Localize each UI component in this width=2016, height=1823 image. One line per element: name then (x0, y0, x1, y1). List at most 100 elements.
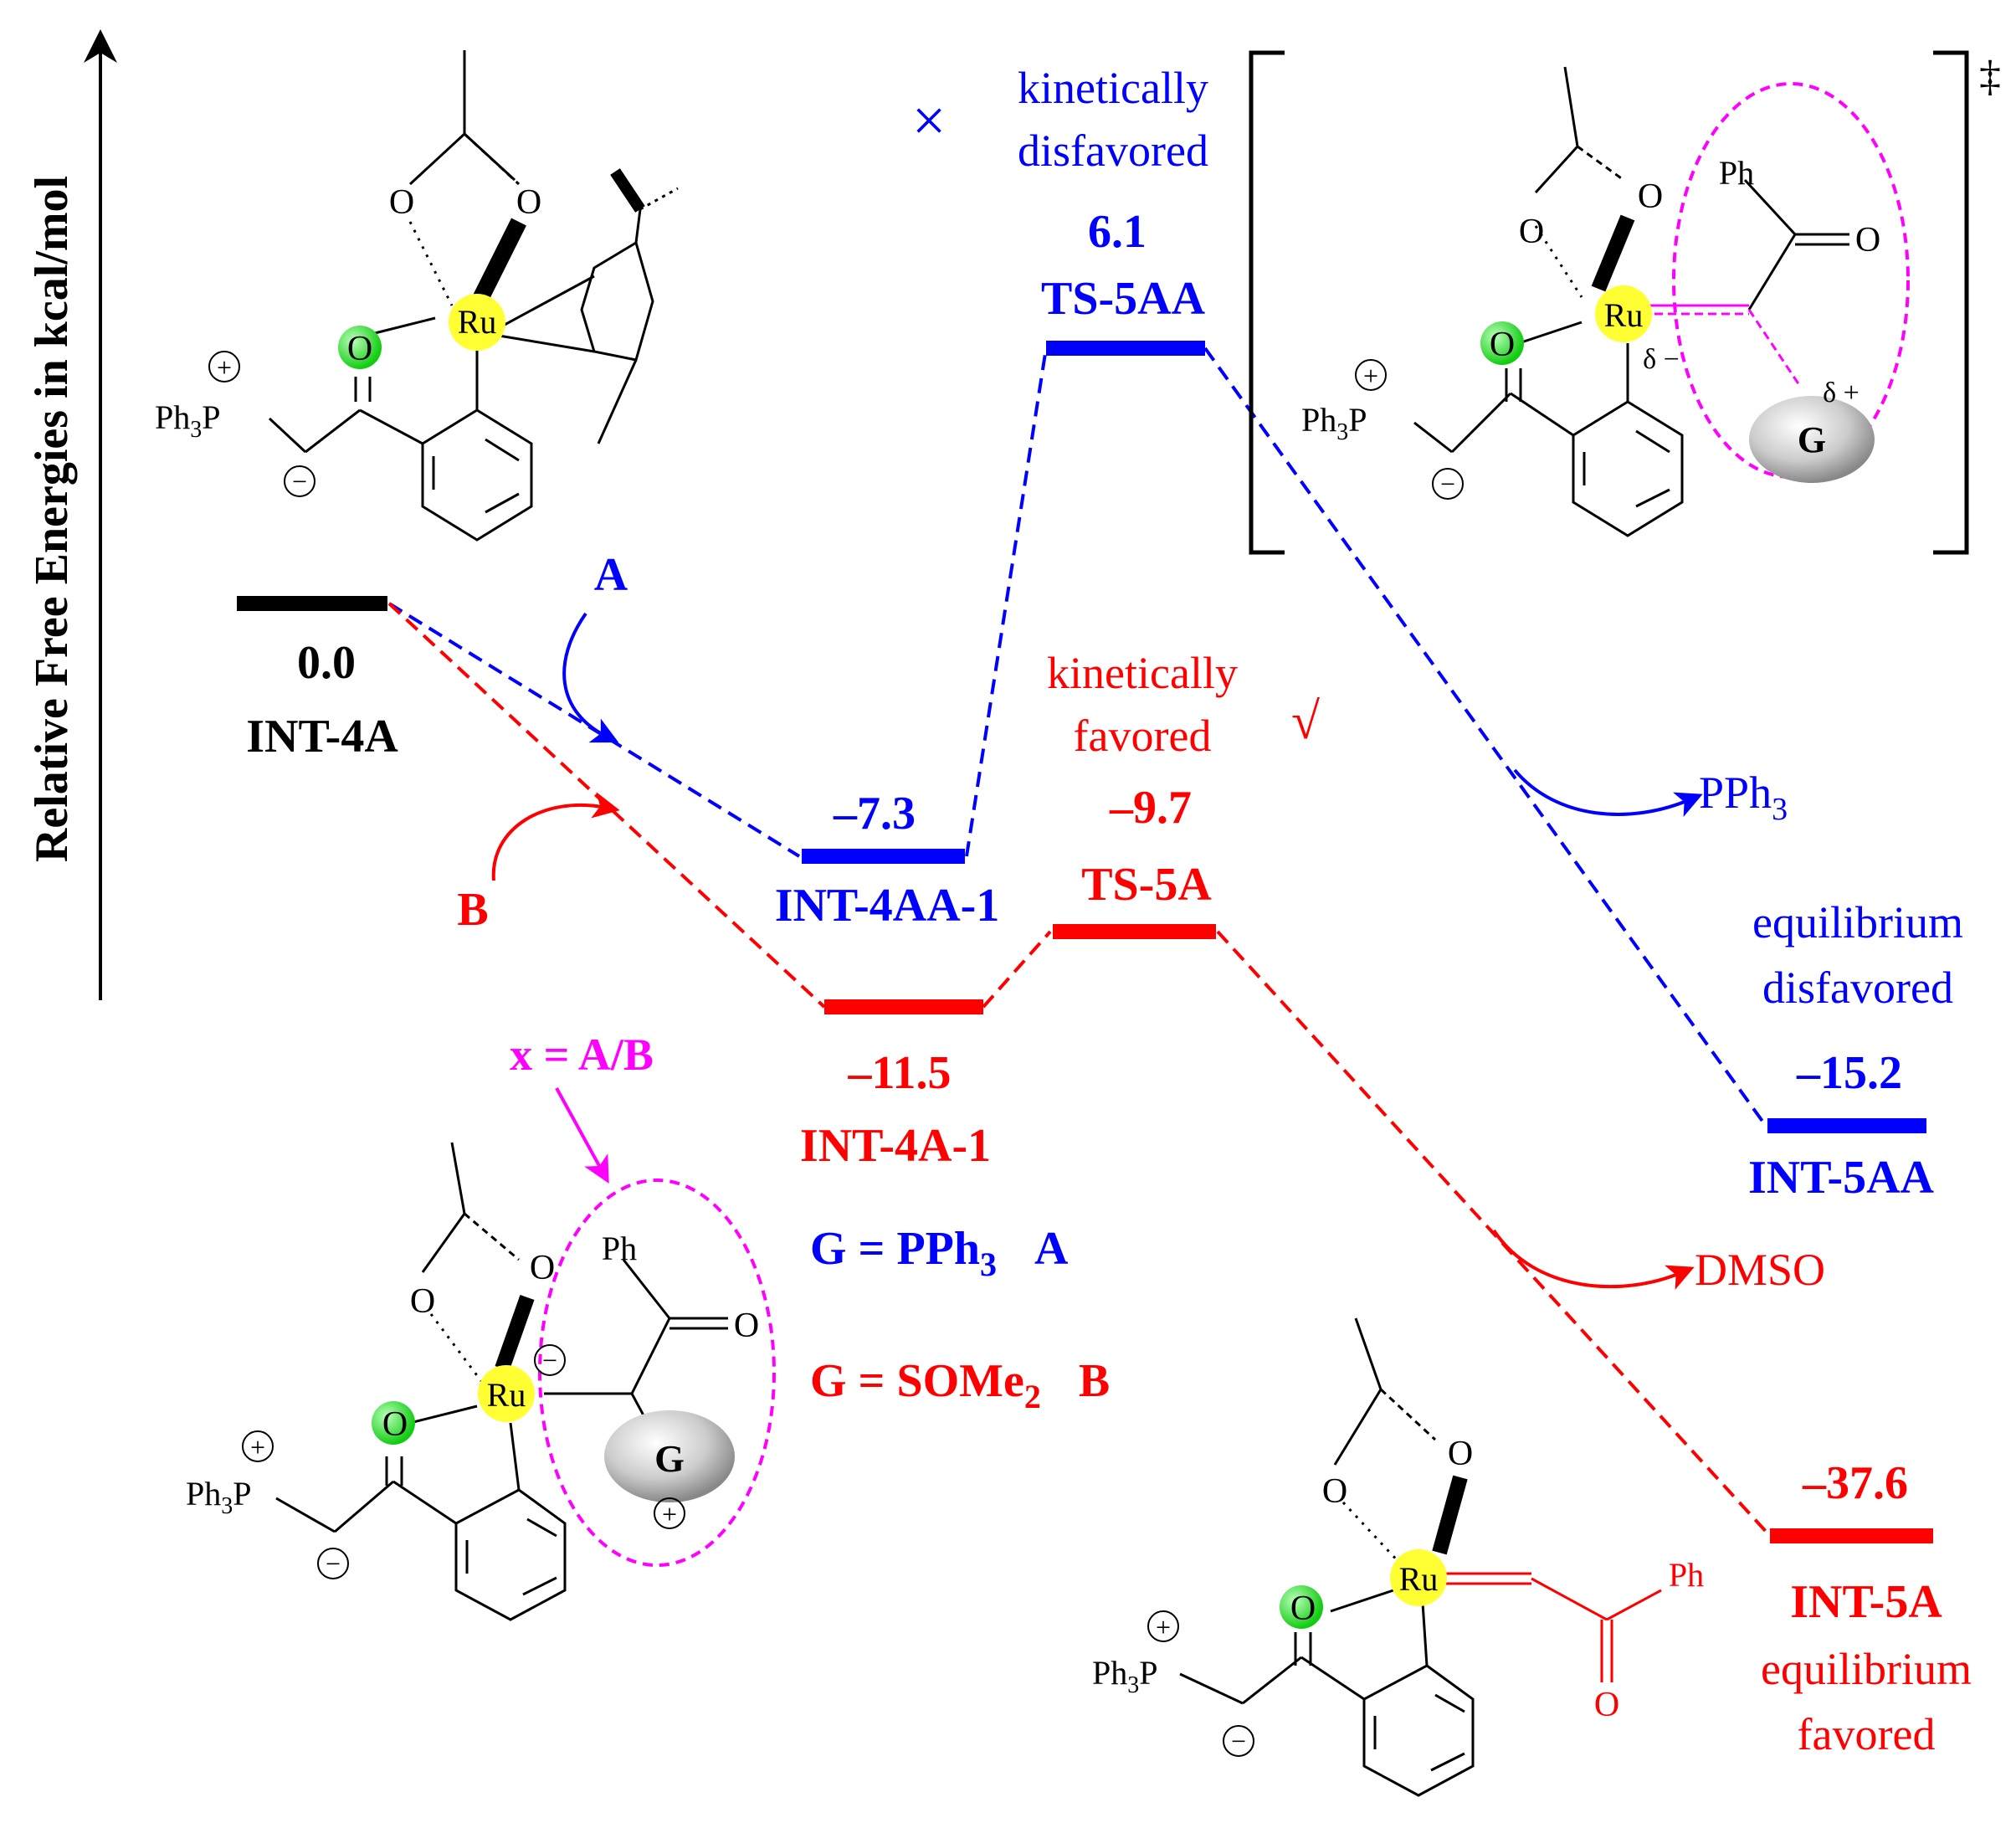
arrow-b-in (491, 792, 620, 881)
svg-text:Ph: Ph (602, 1230, 637, 1267)
svg-text:O: O (410, 1282, 435, 1321)
red-pathway (387, 602, 1772, 1538)
svg-text:O: O (1855, 221, 1880, 259)
label-a: A (594, 549, 628, 601)
ts-ru-yellow-ball (1595, 285, 1652, 342)
kinetically-disfavored-line1: kinetically (1018, 63, 1208, 113)
int4a1-name: INT-4A-1 (800, 1120, 991, 1172)
svg-text:Ph3P: Ph3P (155, 398, 221, 443)
ts-bracket-right (1933, 50, 1969, 555)
svg-text:O: O (1322, 1472, 1347, 1511)
label-b: B (457, 884, 488, 936)
generic-g-ellipse-dashed (538, 1179, 776, 1567)
level-labels: 0.0 INT-4A –7.3 INT-4AA-1 6.1 TS-5AA –15… (246, 206, 1942, 1628)
structure-int5a: Ru O O O O Ph Ph3P + − (1092, 1317, 1704, 1797)
svg-text:O: O (516, 183, 541, 222)
ru-yellow-ball (449, 294, 505, 351)
ts-g-ball (1749, 396, 1875, 483)
int4a-value: 0.0 (297, 637, 356, 689)
o-green-ball (338, 326, 382, 369)
int4aa1-name: INT-4AA-1 (775, 880, 1000, 932)
int5aa-name: INT-5AA (1748, 1152, 1935, 1204)
svg-text:O: O (1638, 177, 1663, 216)
equilibrium-disfavored-line1: equilibrium (1752, 897, 1963, 947)
svg-text:O: O (382, 1405, 408, 1444)
svg-text:Ru: Ru (1399, 1560, 1439, 1598)
energy-levels (237, 341, 1933, 1543)
svg-text:δ −: δ − (1643, 344, 1680, 375)
int4aa1-value: –7.3 (833, 788, 916, 840)
structure-ts5aa: ‡ Ru O O O O Ph G δ − δ + Ph3P (1249, 50, 2001, 555)
level-bar-int5aa (1767, 1118, 1926, 1133)
svg-text:O: O (1519, 213, 1544, 251)
svg-text:O: O (347, 330, 372, 368)
svg-text:Ph3P: Ph3P (186, 1475, 252, 1519)
svg-text:Ph: Ph (1669, 1556, 1704, 1594)
svg-text:Ru: Ru (1604, 296, 1644, 334)
svg-text:O: O (1490, 326, 1515, 364)
generic-o-green-ball (372, 1401, 415, 1445)
svg-text:Ru: Ru (458, 303, 497, 341)
svg-text:+: + (662, 1499, 677, 1529)
dmso-leaving: DMSO (1695, 1245, 1825, 1295)
int4a-name: INT-4A (246, 711, 398, 763)
generic-ru-yellow-ball (478, 1365, 535, 1422)
int5a-name: INT-5A (1790, 1576, 1942, 1628)
ts5aa-value: 6.1 (1088, 206, 1147, 258)
svg-text:+: + (1156, 1612, 1171, 1642)
svg-text:O: O (1594, 1686, 1619, 1724)
kinetically-favored-line1: kinetically (1047, 648, 1238, 698)
svg-text:−: − (1231, 1726, 1246, 1756)
svg-text:Ru: Ru (487, 1376, 526, 1414)
ts5a-value: –9.7 (1109, 782, 1192, 834)
generic-g-ball (604, 1410, 735, 1502)
ts5aa-name: TS-5AA (1041, 273, 1206, 325)
svg-text:O: O (389, 183, 414, 222)
kinetically-disfavored-mark: × (912, 87, 946, 154)
svg-text:−: − (542, 1345, 557, 1375)
svg-text:−: − (326, 1548, 341, 1579)
ts-dagger: ‡ (1979, 53, 2001, 100)
svg-text:Ph3P: Ph3P (1301, 401, 1367, 445)
level-bar-int4a1 (824, 999, 983, 1014)
level-bar-ts5aa (1046, 341, 1205, 356)
svg-text:+: + (250, 1432, 265, 1462)
int5a-value: –37.6 (1802, 1457, 1908, 1509)
svg-text:+: + (1363, 361, 1378, 391)
annotations: × kinetically disfavored kinetically fav… (457, 63, 1972, 1759)
ts-g-ellipse-dashed (1672, 82, 1910, 479)
equilibrium-disfavored-line2: disfavored (1762, 963, 1953, 1013)
ts-o-green-ball (1480, 321, 1524, 365)
y-axis-label: Relative Free Energies in kcal/mol (26, 176, 78, 862)
svg-text:O: O (1290, 1589, 1316, 1628)
svg-text:G: G (654, 1437, 685, 1480)
svg-text:Ph3P: Ph3P (1092, 1654, 1158, 1698)
int5a-ru-yellow-ball (1390, 1549, 1447, 1606)
curved-arrows (491, 612, 1703, 1291)
y-axis: Relative Free Energies in kcal/mol (26, 29, 117, 1000)
kinetically-favored-line2: favored (1074, 711, 1212, 761)
svg-text:+: + (217, 352, 232, 383)
ts5a-name: TS-5A (1081, 859, 1212, 911)
level-bar-ts5a (1053, 924, 1216, 939)
level-bar-int5a (1770, 1528, 1933, 1543)
structure-int4a: Ru O O O Ph3P + − (155, 50, 679, 542)
arrow-pph3-out (1513, 768, 1703, 818)
svg-text:δ +: δ + (1823, 377, 1860, 408)
kinetically-favored-mark: √ (1291, 693, 1320, 750)
svg-text:−: − (292, 466, 307, 496)
int5aa-value: –15.2 (1796, 1047, 1902, 1099)
kinetically-disfavored-line2: disfavored (1018, 126, 1208, 176)
arrow-dmso-out (1492, 1229, 1695, 1291)
structure-int4a1-generic: Ru O O O O Ph G − + Ph3P + − (186, 1142, 776, 1621)
svg-text:Ph: Ph (1719, 154, 1754, 192)
ts-bracket-left (1249, 50, 1285, 555)
svg-text:−: − (1440, 469, 1455, 499)
svg-text:G: G (1798, 419, 1826, 460)
x-equals-a-over-b: x = A/B (510, 1030, 654, 1080)
pph3-leaving: PPh3 (1699, 768, 1788, 827)
svg-text:O: O (734, 1307, 759, 1345)
equilibrium-favored-line2: favored (1798, 1709, 1936, 1759)
